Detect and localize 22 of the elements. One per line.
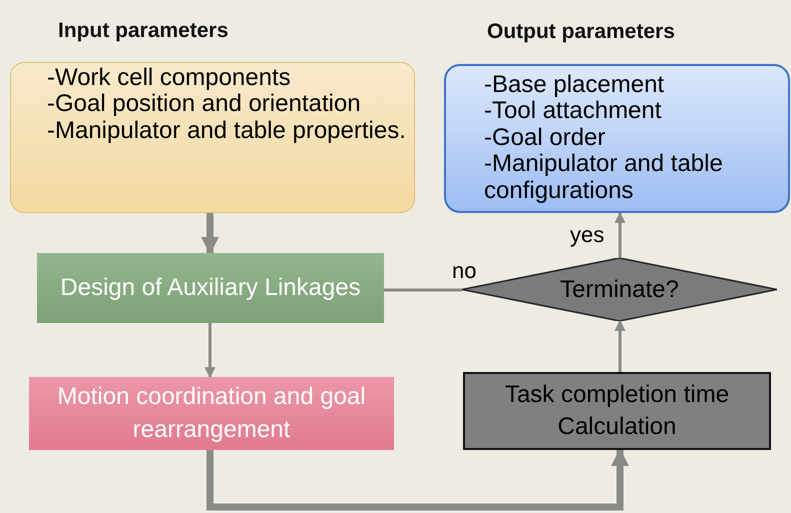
connector-line bbox=[384, 288, 462, 292]
process-box bbox=[463, 372, 771, 450]
list-item: -Goal order bbox=[484, 124, 606, 152]
list-item: -Manipulator and table configurations bbox=[484, 151, 724, 204]
process-box bbox=[29, 377, 394, 450]
list-item: -Manipulator and table properties. bbox=[46, 118, 407, 144]
arrow bbox=[206, 448, 629, 510]
arrow bbox=[614, 212, 626, 258]
node-label: Design of Auxiliary Linkages bbox=[60, 272, 361, 303]
section-heading: Output parameters bbox=[487, 20, 675, 44]
node-label: Motion coordination and goal rearrangement bbox=[56, 382, 367, 444]
node-label: Task completion time Calculation bbox=[504, 380, 730, 442]
section-heading: Input parameters bbox=[58, 19, 228, 43]
list-item: -Base placement bbox=[484, 72, 666, 98]
arrow bbox=[614, 320, 626, 372]
list-item: -Work cell components bbox=[46, 65, 292, 92]
process-box bbox=[37, 253, 384, 323]
list-item: -Goal position and orientation bbox=[46, 91, 362, 118]
node-label: Terminate? bbox=[560, 276, 679, 304]
arrow bbox=[204, 323, 216, 378]
list-item: -Tool attachment bbox=[484, 98, 662, 125]
arrow bbox=[201, 213, 219, 255]
